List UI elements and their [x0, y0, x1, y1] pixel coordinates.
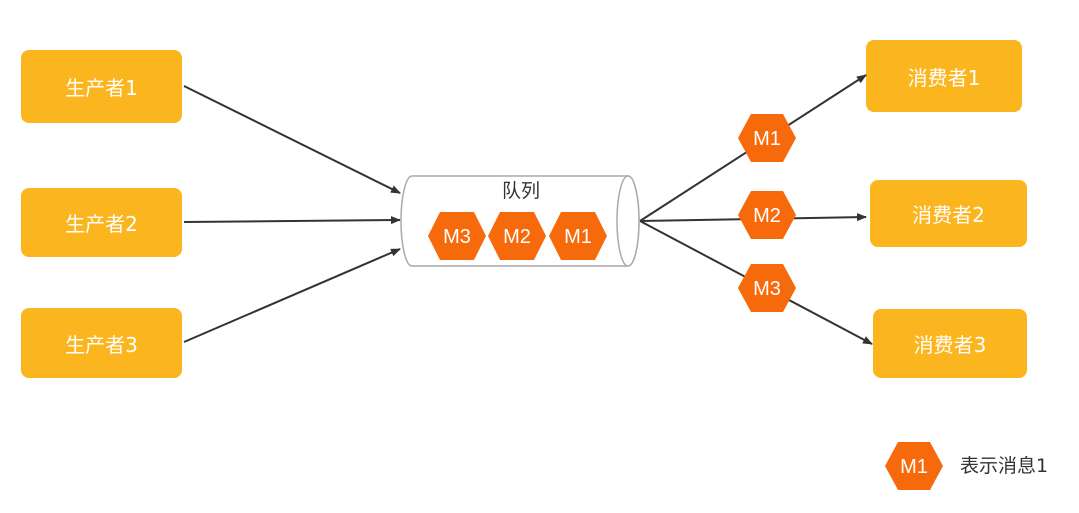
consumer-2: 消费者2 — [870, 180, 1027, 247]
queue-message-m1: M1 — [549, 212, 607, 260]
outgoing-message-m2: M2 — [738, 191, 796, 239]
outgoing-message-m2-label: M2 — [753, 205, 781, 227]
producer-2: 生产者2 — [21, 188, 182, 257]
producer-2-label: 生产者2 — [65, 212, 138, 236]
legend-hexagon — [885, 442, 943, 490]
consumer-3-label: 消费者3 — [913, 333, 987, 357]
arrow-producer-1-to-queue — [183, 85, 401, 194]
consumer-1: 消费者1 — [866, 40, 1022, 112]
queue-message-m3-label: M3 — [443, 226, 471, 248]
outgoing-message-m3-label: M3 — [753, 278, 781, 300]
consumer-3: 消费者3 — [873, 309, 1027, 378]
queue-message-m1-label: M1 — [564, 226, 592, 248]
queue-message-m3: M3 — [428, 212, 486, 260]
legend-text: 表示消息1 — [960, 455, 1048, 477]
arrow-producer-3-to-queue — [183, 248, 401, 343]
legend: M1 表示消息1 — [885, 442, 1048, 490]
arrow-producer-2-to-queue — [183, 216, 401, 225]
consumer-1-label: 消费者1 — [907, 65, 981, 90]
legend-symbol: M1 — [900, 456, 928, 478]
producer-1: 生产者1 — [21, 50, 182, 123]
queue-message-m2-label: M2 — [503, 226, 531, 248]
producer-3-label: 生产者3 — [65, 332, 138, 357]
producer-3: 生产者3 — [21, 308, 182, 378]
consumer-2-label: 消费者2 — [912, 203, 985, 227]
queue-title: 队列 — [502, 180, 540, 202]
outgoing-message-m1: M1 — [738, 114, 796, 162]
queue-message-m2: M2 — [488, 212, 546, 260]
outgoing-message-m3: M3 — [738, 264, 796, 312]
outgoing-message-m1-label: M1 — [753, 128, 781, 150]
producer-1-label: 生产者1 — [65, 76, 138, 100]
